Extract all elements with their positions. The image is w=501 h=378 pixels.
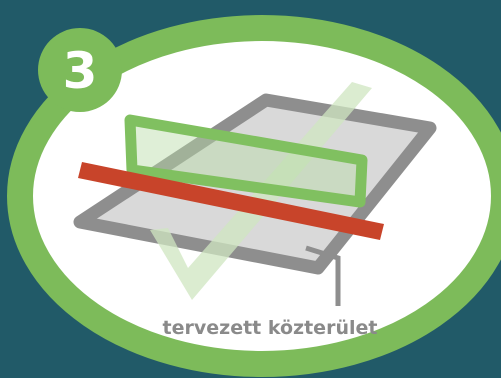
caption-label: tervezett közterület (163, 317, 378, 339)
step-number: 3 (63, 42, 98, 100)
step-badge: 3 (38, 28, 122, 112)
